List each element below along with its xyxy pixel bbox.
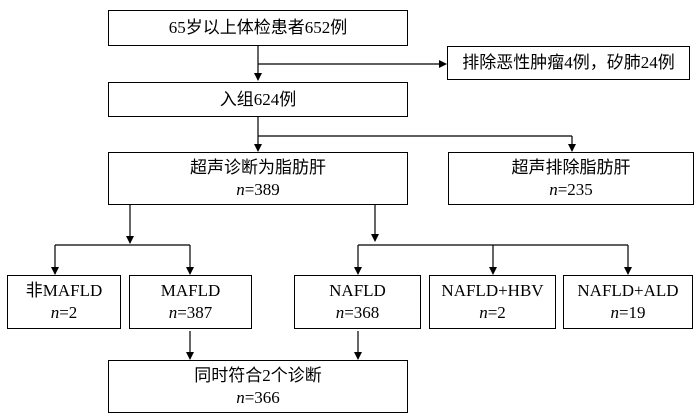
box-ultrasound-excluded-title: 超声排除脂肪肝 <box>511 157 631 177</box>
box-total-patients: 65岁以上体检患者652例 <box>108 10 408 46</box>
box-ultrasound-fatty-liver: 超声诊断为脂肪肝 n=389 <box>108 152 408 205</box>
box-excluded-title: 排除恶性肿瘤4例，矽肺24例 <box>462 53 675 72</box>
box-nafld-count: n=368 <box>335 303 380 322</box>
box-mafld: MAFLD n=387 <box>129 275 252 329</box>
box-ultrasound-fatty-liver-count: n=389 <box>236 179 280 199</box>
box-nafld-hbv-title: NAFLD+HBV <box>441 281 544 300</box>
box-both-diagnoses: 同时符合2个诊断 n=366 <box>108 360 408 413</box>
box-enrolled-title: 入组624例 <box>219 89 297 109</box>
box-ultrasound-fatty-liver-title: 超声诊断为脂肪肝 <box>190 157 326 177</box>
box-excluded: 排除恶性肿瘤4例，矽肺24例 <box>447 46 690 80</box>
box-nafld-ald: NAFLD+ALD n=19 <box>563 275 693 329</box>
box-nafld-ald-title: NAFLD+ALD <box>577 281 679 300</box>
box-mafld-title: MAFLD <box>160 281 221 300</box>
box-nafld-title: NAFLD <box>329 281 386 300</box>
box-ultrasound-excluded-count: n=235 <box>549 179 593 199</box>
box-nafld-hbv-count: n=2 <box>479 303 506 322</box>
box-nafld-ald-count: n=19 <box>610 303 646 322</box>
box-non-mafld-title: 非MAFLD <box>25 281 103 300</box>
box-both-diagnoses-title: 同时符合2个诊断 <box>194 365 322 385</box>
box-enrolled: 入组624例 <box>108 82 408 117</box>
box-both-diagnoses-count: n=366 <box>236 387 280 407</box>
box-nafld: NAFLD n=368 <box>294 275 421 329</box>
box-mafld-count: n=387 <box>168 303 213 322</box>
box-nafld-hbv: NAFLD+HBV n=2 <box>429 275 556 329</box>
box-non-mafld-count: n=2 <box>50 303 78 322</box>
box-ultrasound-excluded: 超声排除脂肪肝 n=235 <box>448 152 694 205</box>
box-non-mafld: 非MAFLD n=2 <box>7 275 121 329</box>
box-total-patients-title: 65岁以上体检患者652例 <box>168 18 348 37</box>
